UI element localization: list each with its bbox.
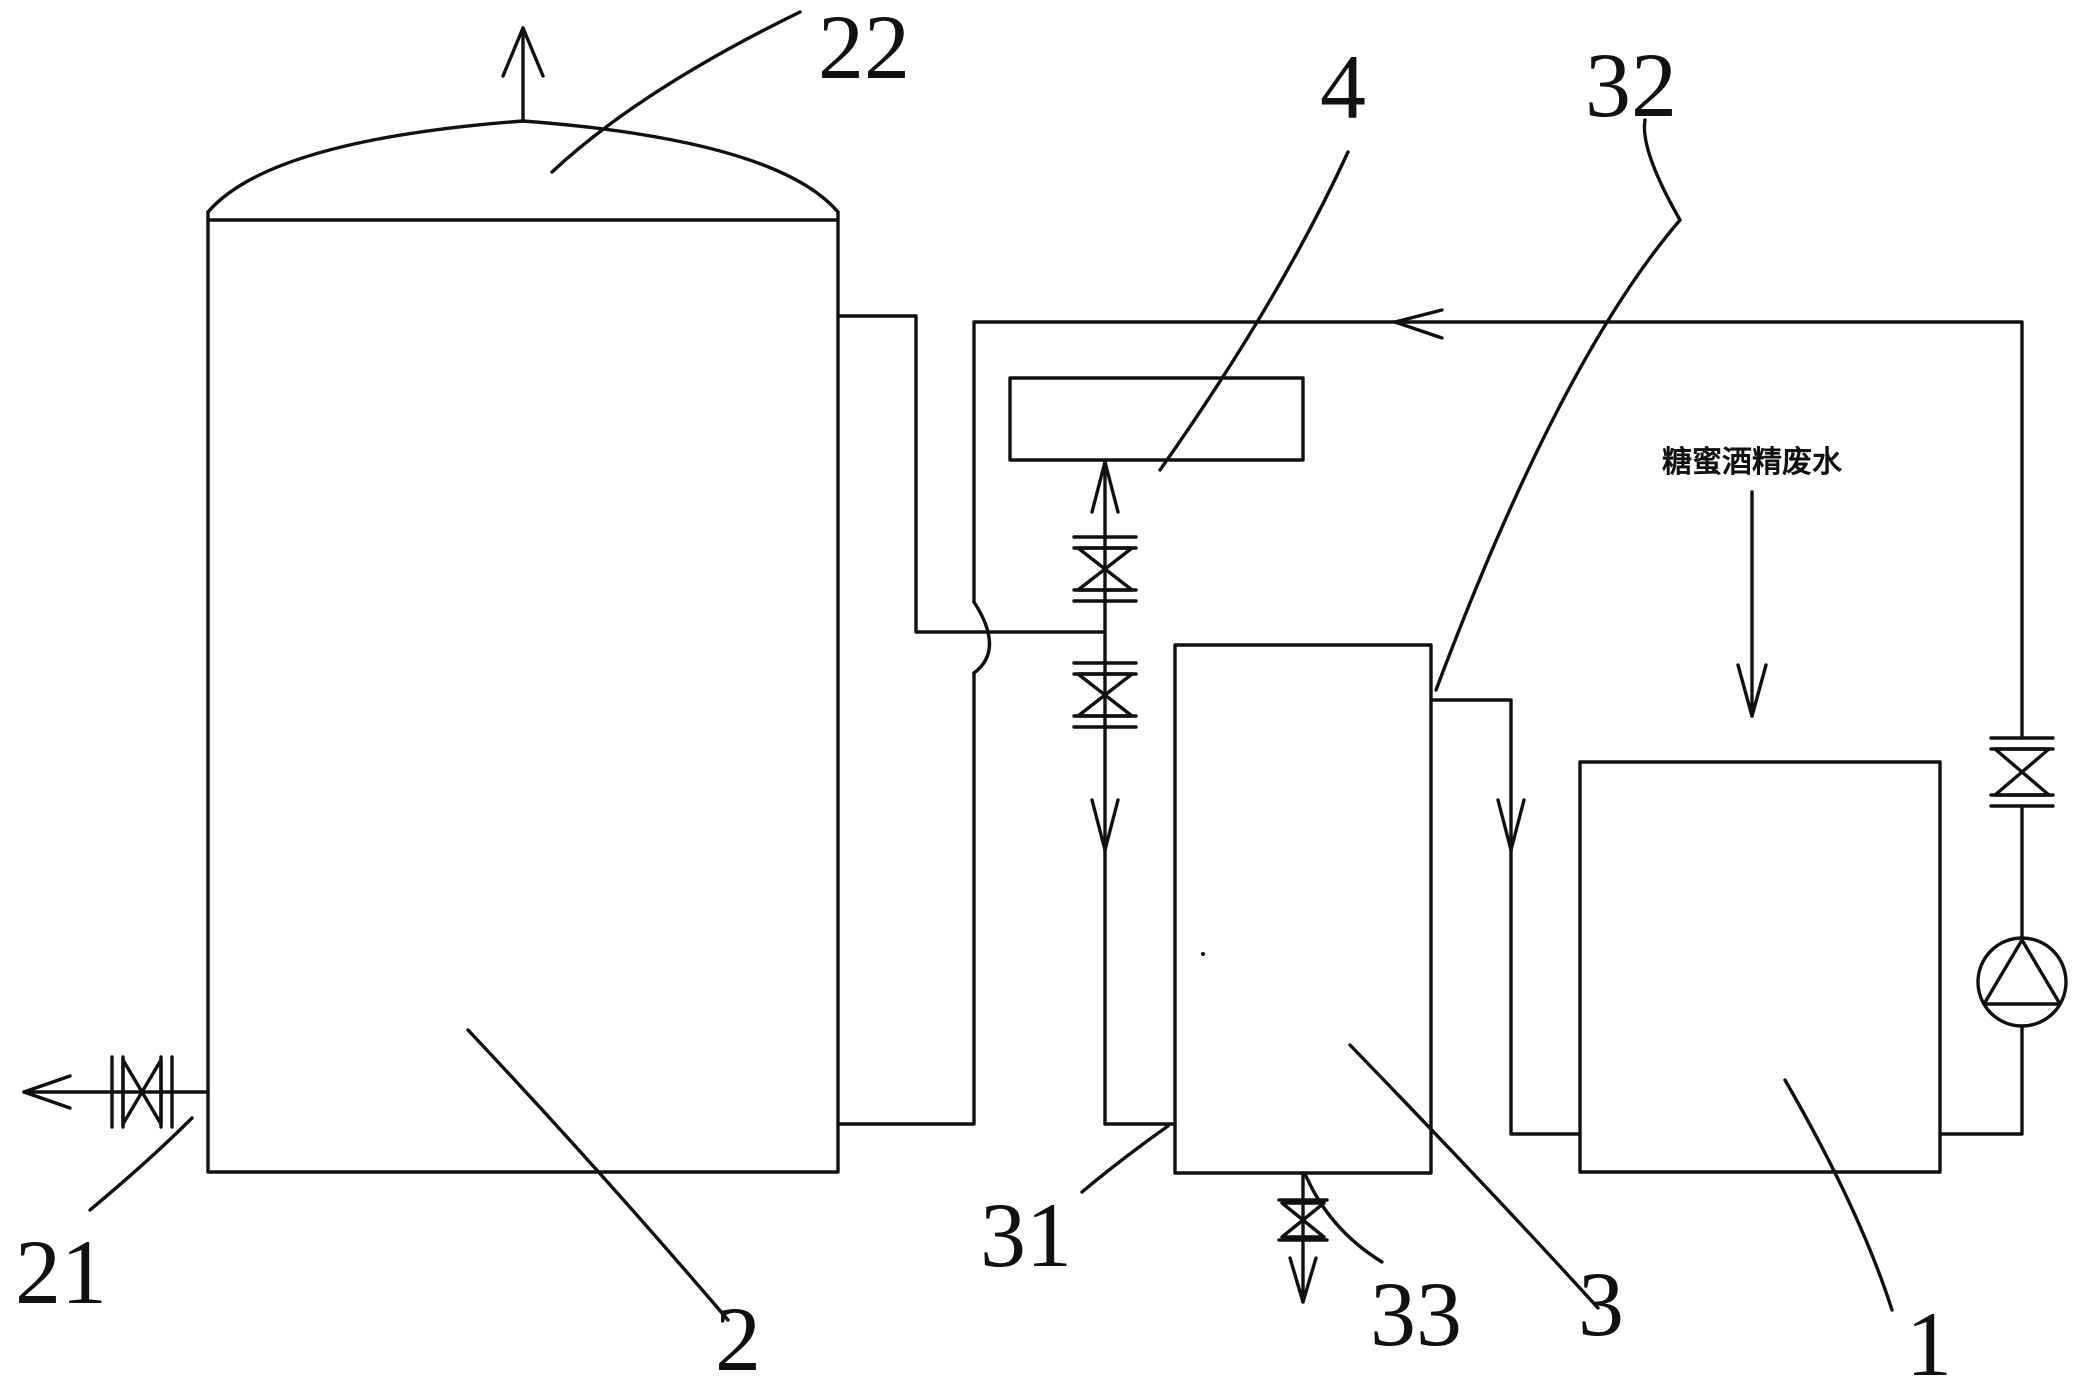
feed-inlet-arrow — [1736, 490, 1768, 718]
label-33: 33 — [1370, 1263, 1462, 1365]
label-2: 2 — [715, 1288, 761, 1383]
label-3: 3 — [1578, 1253, 1624, 1355]
settler-vessel — [1173, 643, 1433, 1175]
unit-4-box — [1008, 376, 1305, 462]
pump-suction-line — [1938, 804, 2024, 1136]
label-32: 32 — [1585, 34, 1677, 136]
gas-outlet-arrow — [501, 26, 545, 123]
tank-1 — [1578, 760, 1942, 1174]
reactor-vessel — [206, 119, 840, 1174]
upper-valve — [1072, 535, 1138, 603]
lower-valve — [1072, 661, 1138, 729]
unit-4-feed-line — [1090, 458, 1177, 1126]
label-4: 4 — [1320, 36, 1366, 138]
settler-drain — [1277, 1171, 1329, 1304]
recirculation-valve — [1989, 736, 2055, 808]
reactor-outlet-valve — [110, 1055, 174, 1129]
recirculation-pipe — [836, 308, 2024, 1126]
settler-overflow-pipe — [1429, 698, 1582, 1136]
label-1: 1 — [1906, 1293, 1952, 1383]
reactor-top-pipe — [836, 314, 1107, 634]
label-21: 21 — [15, 1221, 107, 1323]
leader-lines — [88, 10, 1894, 1322]
label-31: 31 — [980, 1184, 1072, 1286]
pump-icon — [1976, 936, 2068, 1028]
label-22: 22 — [818, 0, 910, 98]
reactor-outlet-line — [22, 1074, 210, 1110]
feed-inlet-caption: 糖蜜酒精废水 — [1662, 445, 1843, 480]
